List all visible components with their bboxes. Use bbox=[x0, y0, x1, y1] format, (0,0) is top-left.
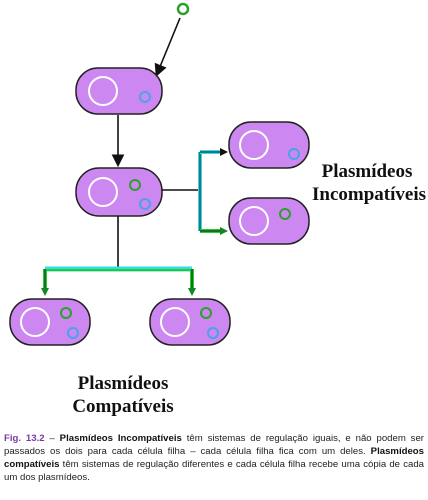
nucleoid-icon bbox=[20, 307, 50, 337]
plasmid-green-icon bbox=[60, 307, 72, 319]
plasmid-green-icon bbox=[200, 307, 212, 319]
plasmid-blue-icon bbox=[67, 327, 79, 339]
plasmid-green-icon bbox=[279, 208, 291, 220]
middle-cell bbox=[75, 167, 163, 217]
incompatible-label-line1: Plasmídeos bbox=[321, 161, 413, 182]
plasmid-blue-icon bbox=[207, 327, 219, 339]
compatible-daughter-cell-right bbox=[149, 298, 231, 346]
plasmid-blue-icon bbox=[139, 198, 151, 210]
nucleoid-icon bbox=[88, 76, 118, 106]
caption-dash: – bbox=[44, 433, 60, 444]
incompatible-label-line2: Incompatíveis bbox=[312, 184, 426, 205]
nucleoid-icon bbox=[239, 130, 269, 160]
incompatible-branch-arrows bbox=[162, 148, 228, 235]
figure-caption: Fig. 13.2 – Plasmídeos Incompatíveis têm… bbox=[4, 432, 424, 484]
compatible-daughter-cell-left bbox=[9, 298, 91, 346]
figure-reference: Fig. 13.2 bbox=[4, 433, 45, 444]
compatible-label-line2: Compatíveis bbox=[72, 396, 174, 417]
parent-cell bbox=[75, 67, 163, 115]
incompatible-daughter-cell-top bbox=[228, 121, 310, 169]
free-plasmid-icon bbox=[176, 2, 190, 16]
entry-arrow-icon bbox=[154, 17, 181, 77]
caption-incompatible-term: Plasmídeos Incompatíveis bbox=[59, 433, 182, 444]
plasmid-blue-icon bbox=[139, 91, 151, 103]
caption-incompatible-text: têm sistemas de regulação iguais, e não … bbox=[4, 433, 425, 457]
caption-compatible-text: têm sistemas de regulação diferentes e c… bbox=[4, 459, 424, 483]
caption-compatible-term: Plasmídeos compatíveis bbox=[4, 446, 424, 470]
incompatible-plasmids-label: Plasmídeos Incompatíveis bbox=[312, 160, 426, 206]
compatible-plasmids-label: Plasmídeos Compatíveis bbox=[48, 372, 198, 418]
plasmid-blue-icon bbox=[288, 148, 300, 160]
nucleoid-icon bbox=[239, 206, 269, 236]
plasmid-green-icon bbox=[129, 179, 141, 191]
incompatible-daughter-cell-bottom bbox=[228, 197, 310, 245]
nucleoid-icon bbox=[88, 177, 118, 207]
compatible-label-line1: Plasmídeos bbox=[77, 373, 169, 394]
compatible-branch-arrows bbox=[41, 216, 196, 296]
nucleoid-icon bbox=[160, 307, 190, 337]
